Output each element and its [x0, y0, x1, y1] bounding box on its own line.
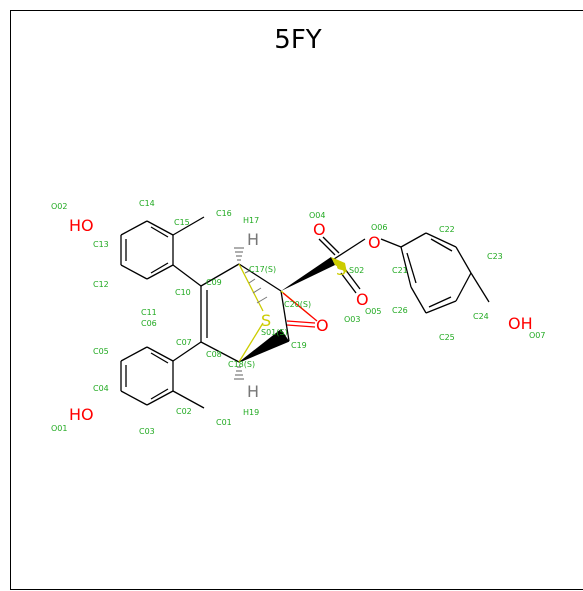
hashed-bond-h17 [234, 247, 244, 261]
atom-label-c01: C01 [216, 418, 232, 427]
atom-label-c11: C11 [141, 308, 157, 317]
atom-label-c17: C17(S) [249, 265, 276, 274]
atom-label-c06: C06 [141, 319, 157, 328]
sulfonyl-sulfur: S [336, 260, 346, 279]
atom-label-c18: C18(S) [228, 360, 255, 369]
atom-label-o02: O02 [51, 202, 67, 211]
atom-label-c13: C13 [93, 240, 109, 249]
atom-label-c20: C20(S) [284, 300, 311, 309]
atom-label-c10: C10 [175, 288, 191, 297]
hydroxyl-symbol-bottom: HO [69, 405, 94, 424]
atom-label-o06: O06 [371, 223, 387, 232]
wedge-bond-c20-s02 [281, 257, 335, 291]
hashed-bond-h19 [234, 366, 244, 380]
atom-label-c09: C09 [206, 278, 222, 287]
atom-label-c15: C15 [174, 218, 190, 227]
diagram-frame: 5FY [10, 10, 583, 590]
molecule-title: 5FY [274, 25, 322, 55]
hydroxyl-symbol-top: HO [69, 216, 94, 235]
sulfonyl-oxygen-top: O [313, 220, 326, 239]
atom-label-c03: C03 [139, 427, 155, 436]
atom-label-c14: C14 [139, 199, 155, 208]
atom-label-c26: C26 [392, 306, 408, 315]
atom-label-o07: O07 [529, 331, 545, 340]
atom-label-o05: O05 [365, 307, 381, 316]
sulfonyl-oxygen-bottom: O [356, 290, 369, 309]
atom-label-c16: C16 [216, 209, 232, 218]
hydrogen-top: H [247, 230, 259, 249]
atom-label-c02: C02 [176, 407, 192, 416]
atom-label-o03: O03 [344, 315, 360, 324]
atom-label-c12: C12 [93, 280, 109, 289]
atom-label-c05: C05 [93, 347, 109, 356]
wedge-bond-c18-c19 [239, 329, 289, 362]
atom-label-s02: S02 [349, 266, 364, 275]
atom-label-h17: H17 [243, 216, 259, 225]
atom-label-s01: S01(S) [261, 328, 288, 337]
atom-label-c24: C24 [473, 312, 489, 321]
atom-label-o01: O01 [51, 424, 67, 433]
hydrogen-bottom: H [247, 382, 259, 401]
hashed-bond-c17-s01 [244, 270, 268, 304]
bond-lines [120, 216, 490, 409]
bridge-oxygen: O [316, 316, 329, 335]
hydroxyl-symbol-right: OH [508, 314, 533, 333]
molecule-structure: HO HO OH O O O O S S H H O02 O01 O03 O04… [51, 199, 545, 436]
atom-label-c22: C22 [439, 225, 455, 234]
bridge-sulfur: S [261, 311, 271, 330]
atom-label-c23: C23 [487, 252, 503, 261]
atom-label-c21: C21 [392, 266, 408, 275]
atom-label-c08: C08 [206, 350, 222, 359]
atom-label-o04: O04 [309, 211, 325, 220]
atom-label-c04: C04 [93, 384, 109, 393]
ester-oxygen: O [368, 233, 381, 252]
atom-label-c19: C19 [291, 341, 307, 350]
atom-label-c07: C07 [176, 338, 192, 347]
atom-label-c25: C25 [439, 333, 455, 342]
atom-label-h19: H19 [243, 408, 259, 417]
